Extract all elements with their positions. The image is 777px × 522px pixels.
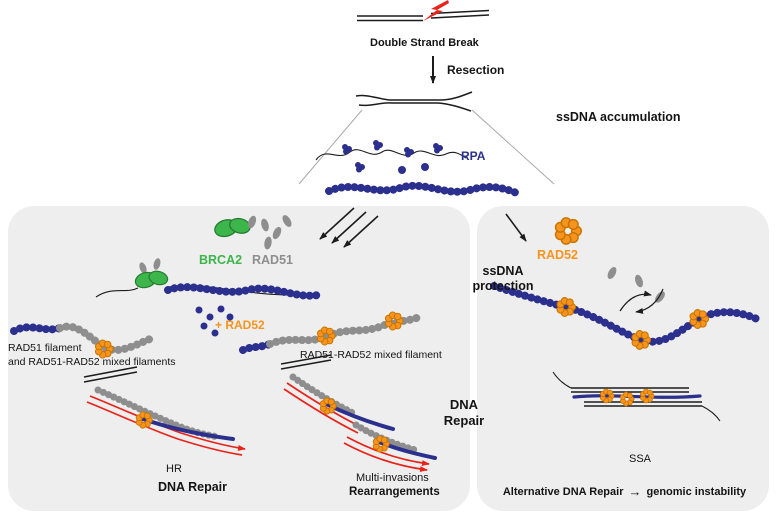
brca2-label: BRCA2 — [199, 253, 243, 267]
lightning-bolt-icon — [423, 0, 449, 21]
ssa-label: SSA — [629, 453, 652, 465]
hr-illustration — [83, 366, 246, 456]
resection-label: Resection — [447, 63, 505, 77]
zoom-guide-right — [471, 109, 555, 185]
multi-invasions-label: Multi-invasions — [356, 472, 429, 484]
rpa-label: RPA — [461, 149, 486, 163]
dna-repair-middle-line2: Repair — [443, 412, 485, 428]
ssa-illustration — [552, 371, 721, 422]
filament-caption-line1: RAD51 filament — [8, 342, 82, 354]
dna-repair-middle-label: DNA Repair — [434, 397, 494, 428]
alternative-repair-caption: Alternative DNA Repair → genomic instabi… — [479, 484, 770, 499]
genomic-instability-text: genomic instability — [646, 485, 747, 498]
zoom-guide-left — [298, 109, 363, 185]
ssdna-protection-line1: ssDNA — [482, 264, 524, 278]
resected-dna-illustration — [355, 91, 473, 112]
rad52-protection-illustration — [490, 217, 761, 350]
mixed-filament-caption: RAD51-RAD52 mixed filament — [300, 349, 442, 361]
free-rpa-beads — [195, 305, 234, 337]
branch-arrows — [319, 207, 527, 248]
multi-invasion-illustration — [280, 354, 437, 473]
dsb-illustration — [357, 0, 490, 22]
right-arrow-glyph: → — [628, 484, 642, 499]
brca2-loading-illustration — [95, 257, 322, 300]
hr-dna-repair-label: DNA Repair — [158, 480, 227, 494]
rad51-label: RAD51 — [252, 253, 293, 267]
hr-label: HR — [166, 463, 182, 475]
ssdna-rpa-illustration — [315, 140, 523, 198]
rearrangements-label: Rearrangements — [349, 486, 440, 498]
ssdna-protection-line2: protection — [472, 279, 534, 293]
alt-repair-text: Alternative DNA Repair — [502, 485, 624, 498]
plus-rad52-label: + RAD52 — [215, 318, 265, 332]
ssdna-protection-label: ssDNA protection — [458, 264, 548, 294]
rad51-filament-illustration — [10, 322, 154, 359]
ssdna-accumulation-label: ssDNA accumulation — [556, 110, 681, 124]
mixed-filament-illustration — [239, 311, 425, 354]
dsb-label: Double Strand Break — [370, 37, 479, 49]
dna-repair-middle-line1: DNA — [449, 397, 479, 412]
rad52-label: RAD52 — [537, 248, 578, 262]
filament-caption-line2: and RAD51-RAD52 mixed filaments — [8, 356, 176, 368]
right-pathway-panel — [477, 206, 769, 511]
left-pathway-panel — [8, 206, 470, 511]
